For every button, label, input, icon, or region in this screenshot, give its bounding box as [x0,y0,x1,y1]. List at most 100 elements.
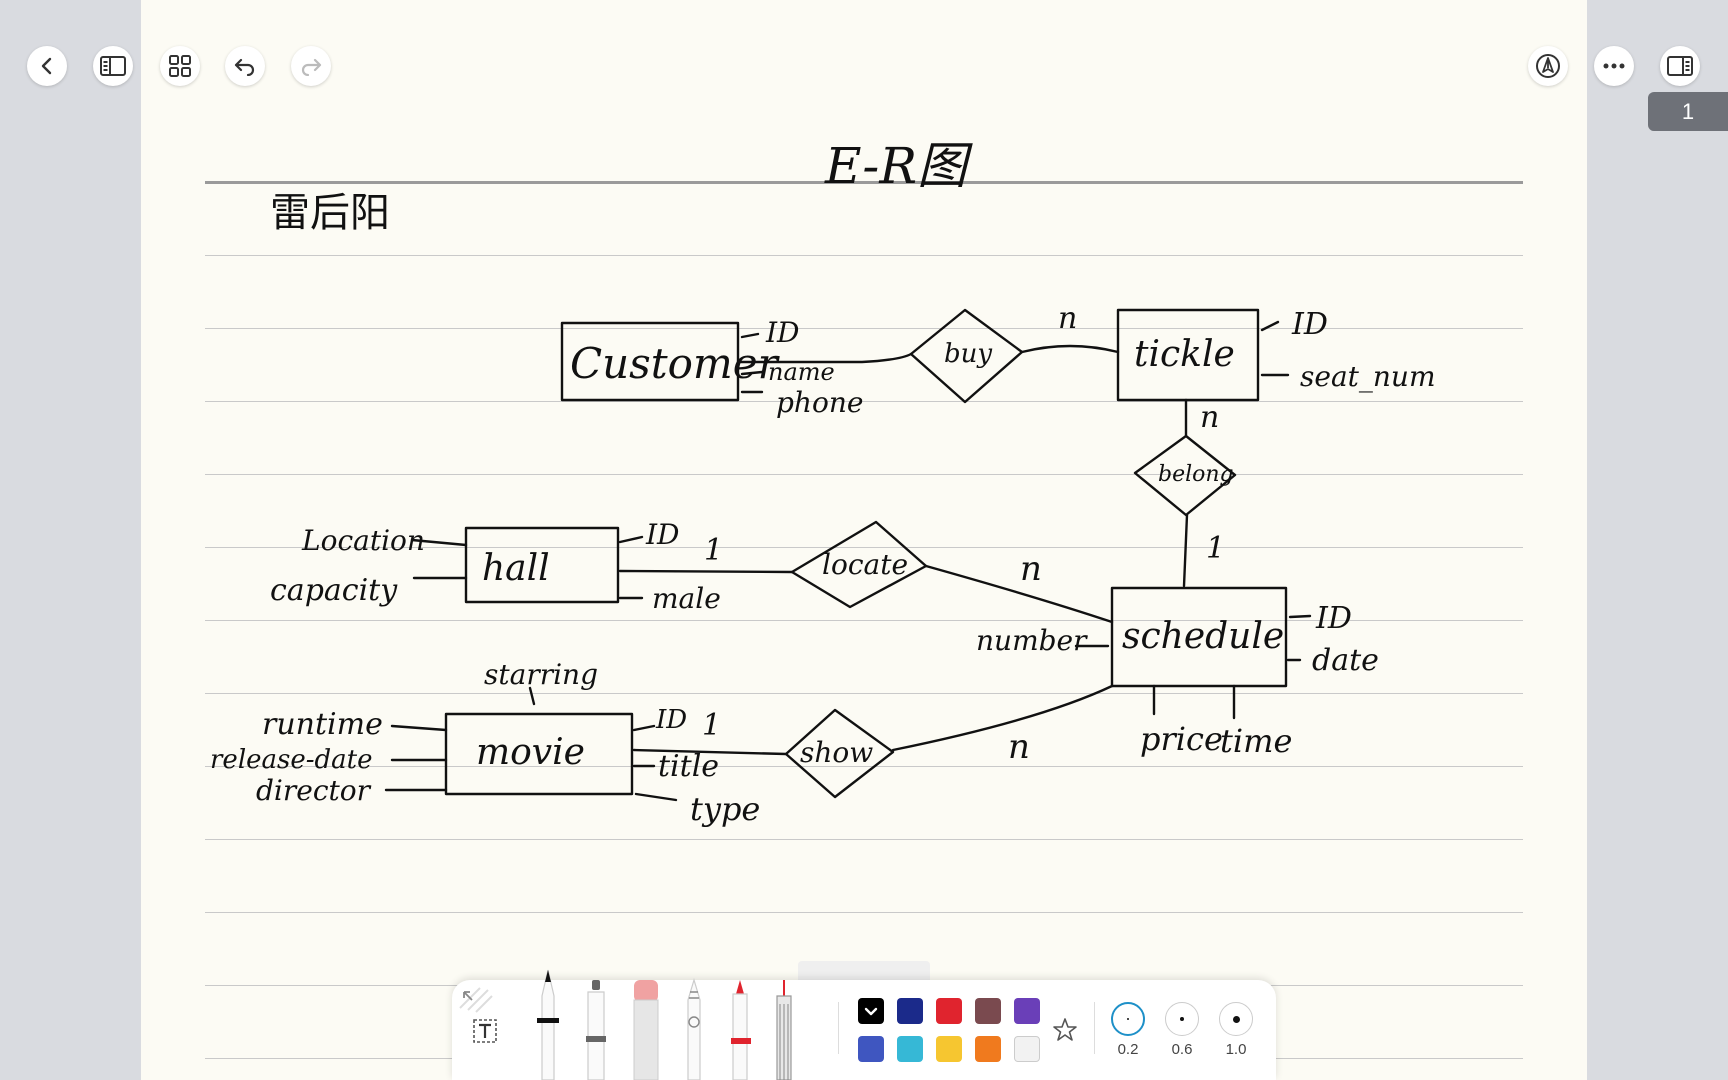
header-rule [205,181,1523,184]
entity-box-customer [560,321,740,402]
color-swatch-orange[interactable] [975,1036,1001,1062]
grid-view-button[interactable] [160,46,200,86]
color-swatch-purple[interactable] [1014,998,1040,1024]
attribute: date [1312,643,1379,678]
relationship-locate: locate [822,548,908,581]
stroke-size-small-label: 0.2 [1117,1041,1139,1058]
entity-box-tickle [1116,308,1260,402]
stroke-size-large-label: 1.0 [1225,1041,1247,1058]
toolbar-divider [838,1002,839,1054]
attribute: director [256,774,372,807]
cardinality-tickle-belong: n [1200,400,1219,435]
chevron-left-icon [41,57,52,75]
lasso-tool-icon[interactable] [678,900,710,1080]
stroke-size-dot [1232,1015,1240,1023]
note-title: E-R图 [824,137,973,195]
color-swatch-navy[interactable] [897,998,923,1024]
entity-hall: hall [482,548,550,589]
redo-icon [301,58,322,76]
stroke-size-medium-button[interactable] [1165,1002,1199,1036]
pages-panel-button[interactable] [1660,46,1700,86]
text-tool-icon[interactable] [472,1018,498,1044]
line-belong-schedule [1182,513,1189,588]
attribute: capacity [270,573,398,608]
relationship-buy: buy [944,339,992,369]
right-panel-icon [1667,56,1693,76]
attribute: starring [484,658,598,691]
line-show-schedule [891,684,1114,752]
attribute: number [976,624,1088,657]
pen-mode-button[interactable] [1528,46,1568,86]
more-options-button[interactable] [1594,46,1634,86]
marker-tool-icon[interactable] [580,904,612,1080]
entity-box-movie [444,712,634,796]
color-swatch-yellow[interactable] [936,1036,962,1062]
ruled-line [205,766,1523,767]
entity-customer: Customer [570,339,781,388]
relationship-belong: belong [1158,462,1234,487]
attribute: ID [645,518,680,551]
attribute: type [690,790,760,828]
pen-nib-icon [1536,54,1560,78]
entity-box-schedule [1110,586,1288,688]
attribute: name [768,358,835,386]
cardinality-hall-locate: 1 [704,533,723,568]
ruled-line [205,839,1523,840]
stroke-size-small-button[interactable] [1111,1002,1145,1036]
ruler-pen-tool-icon[interactable] [768,900,800,1080]
line-locate-schedule [924,564,1114,624]
attribute: ID [1291,307,1328,342]
toolbar-grip[interactable] [798,961,930,980]
cardinality-belong-schedule: 1 [1206,531,1225,566]
redo-button[interactable] [291,46,331,86]
color-swatch-white[interactable] [1014,1036,1040,1062]
color-swatch-black[interactable] [858,998,884,1024]
star-icon[interactable] [1051,1016,1079,1044]
color-swatch-red[interactable] [936,998,962,1024]
color-swatch-cyan[interactable] [897,1036,923,1062]
ruled-line [205,547,1523,548]
attribute: seat_num [1300,360,1436,393]
cardinality-locate-schedule: n [1020,549,1042,589]
stroke-size-dot [1180,1017,1184,1021]
author-name: 雷后阳 [270,190,390,236]
pen-tool-icon[interactable] [532,884,564,1080]
attribute: ID [1315,601,1352,636]
checkmark-icon [864,1007,878,1016]
stroke-size-large-button[interactable] [1219,1002,1253,1036]
sidebar-toggle-button[interactable] [93,46,133,86]
entity-box-hall [464,526,620,604]
collapse-toolbar-icon[interactable] [458,986,494,1016]
ruled-line [205,328,1523,329]
color-swatch-blue[interactable] [858,1036,884,1062]
ruled-line [205,255,1523,256]
ruled-line [205,912,1523,913]
undo-icon [234,58,255,76]
relationship-diamond-show [784,708,895,799]
attribute: ID [655,705,687,735]
attribute: runtime [262,707,383,742]
note-page[interactable] [141,0,1587,1080]
relationship-show: show [800,736,873,769]
line-customer-buy [738,352,913,364]
attribute: time [1220,722,1292,760]
back-button[interactable] [27,46,67,86]
highlighter-tool-icon[interactable] [724,900,756,1080]
entity-schedule: schedule [1122,616,1284,657]
attribute: title [658,749,719,784]
toolbar-divider [1094,1002,1095,1054]
attribute: phone [776,386,863,419]
page-number-badge[interactable]: 1 [1648,92,1728,131]
ruled-line [205,693,1523,694]
undo-button[interactable] [225,46,265,86]
eraser-tool-icon[interactable] [628,900,664,1080]
relationship-diamond-buy [909,308,1024,404]
more-icon [1603,63,1625,69]
stroke-size-medium-label: 0.6 [1171,1041,1193,1058]
attribute: ID [765,316,800,349]
attribute: price [1140,720,1223,758]
sidebar-icon [100,56,126,76]
color-swatch-brown[interactable] [975,998,1001,1024]
attribute: Location [301,524,425,557]
